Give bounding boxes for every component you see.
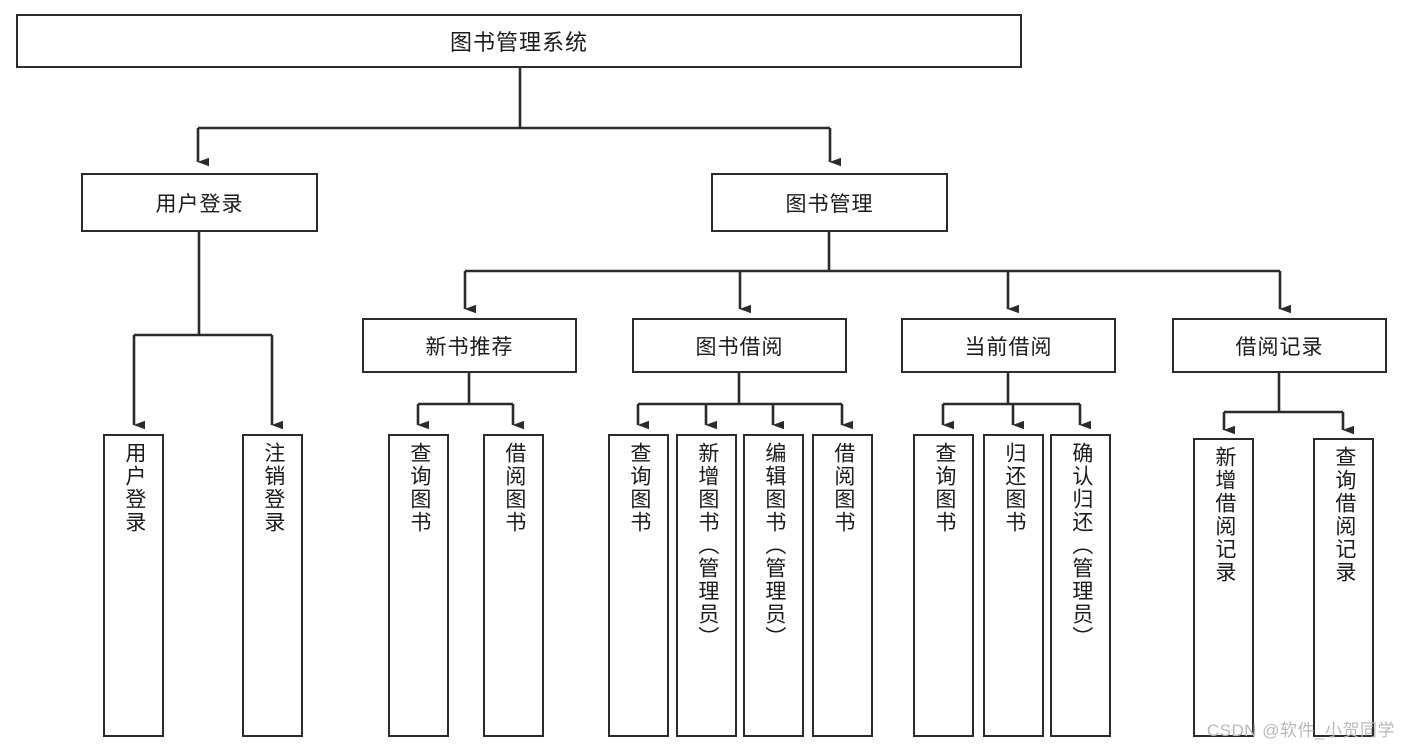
node-book-management[interactable]: 图书管理 [711,173,948,232]
node-label: 用户登录 [155,192,244,216]
node-label: 查询借阅记录 [1332,446,1356,584]
leaf-book-borrow-query[interactable]: 查询图书 [608,434,669,737]
node-label: 图书借阅 [695,335,784,359]
node-label: 查询图书 [932,442,956,534]
leaf-current-borrow-return[interactable]: 归还图书 [983,434,1044,737]
node-book-borrow[interactable]: 图书借阅 [632,318,847,373]
node-label: 借阅图书 [502,442,526,534]
node-label: 新书推荐 [425,335,514,359]
leaf-user-login-login[interactable]: 用户登录 [103,434,164,737]
leaf-borrow-record-query[interactable]: 查询借阅记录 [1313,438,1374,737]
leaf-new-book-query[interactable]: 查询图书 [388,434,449,737]
node-label: 确认归还（管理员） [1069,442,1093,649]
leaf-borrow-record-add[interactable]: 新增借阅记录 [1193,438,1254,737]
watermark: CSDN @软件_小贺同学 [1206,721,1395,740]
leaf-new-book-borrow[interactable]: 借阅图书 [483,434,544,737]
node-label: 编辑图书（管理员） [762,442,786,649]
node-label: 图书管理 [785,192,874,216]
node-root-book-management-system[interactable]: 图书管理系统 [16,14,1022,68]
node-label: 借阅图书 [831,442,855,534]
node-label: 用户登录 [122,442,146,534]
node-new-book-recommend[interactable]: 新书推荐 [362,318,577,373]
node-label: 新增借阅记录 [1212,446,1236,584]
node-label: 当前借阅 [964,335,1053,359]
node-label: 新增图书（管理员） [695,442,719,649]
node-label: 注销登录 [261,442,285,534]
leaf-user-login-logout[interactable]: 注销登录 [242,434,303,737]
leaf-book-borrow-edit[interactable]: 编辑图书（管理员） [743,434,804,737]
node-label: 查询图书 [627,442,651,534]
node-current-borrow[interactable]: 当前借阅 [901,318,1116,373]
leaf-current-borrow-query[interactable]: 查询图书 [913,434,974,737]
leaf-book-borrow-borrow[interactable]: 借阅图书 [812,434,873,737]
node-label: 查询图书 [407,442,431,534]
leaf-current-borrow-confirm-return[interactable]: 确认归还（管理员） [1050,434,1111,737]
leaf-book-borrow-add[interactable]: 新增图书（管理员） [676,434,737,737]
node-label: 归还图书 [1002,442,1026,534]
node-label: 借阅记录 [1235,335,1324,359]
node-user-login[interactable]: 用户登录 [81,173,318,232]
node-label: 图书管理系统 [449,30,588,55]
node-borrow-record[interactable]: 借阅记录 [1172,318,1387,373]
